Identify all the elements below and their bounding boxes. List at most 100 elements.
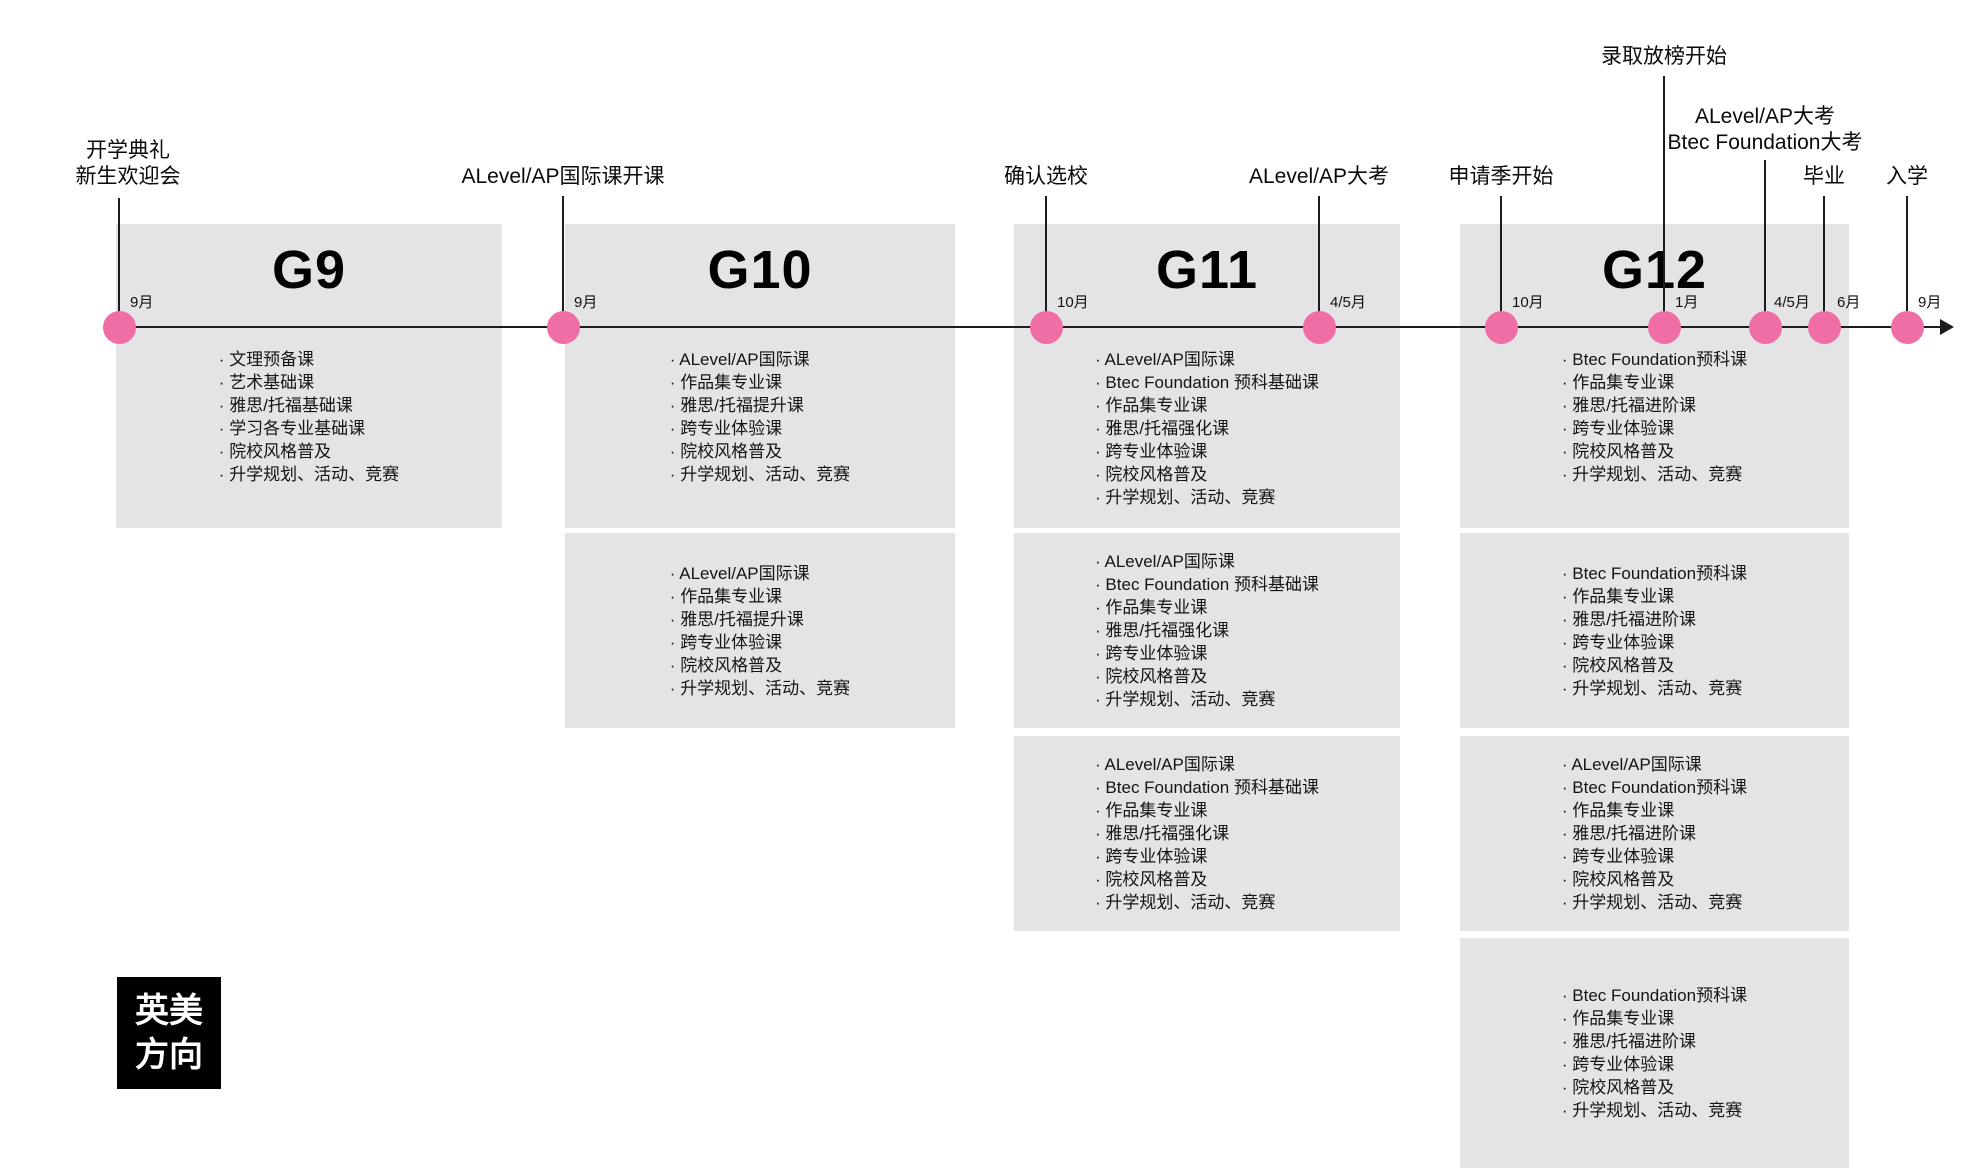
course-item: 作品集专业课 — [1562, 371, 1747, 394]
course-item: Btec Foundation预科课 — [1562, 348, 1747, 371]
milestone-label-graduation: 毕业 — [1803, 165, 1845, 188]
course-item: 雅思/托福进阶课 — [1562, 394, 1747, 417]
grade-g10-title: G10 — [707, 240, 813, 300]
course-item: ALevel/AP国际课 — [1562, 753, 1747, 776]
course-item: Btec Foundation 预科基础课 — [1095, 776, 1319, 799]
course-list: Btec Foundation预科课 作品集专业课 雅思/托福进阶课 跨专业体验… — [1562, 984, 1747, 1122]
milestone-dot-course-start — [546, 310, 580, 344]
course-item: 院校风格普及 — [670, 440, 850, 463]
course-item: 作品集专业课 — [670, 585, 850, 608]
milestone-label-alevel-exam: ALevel/AP大考 — [1248, 165, 1390, 188]
course-item: 艺术基础课 — [219, 371, 399, 394]
course-item: 升学规划、活动、竞赛 — [1095, 891, 1319, 914]
milestone-connector-term-opening — [118, 198, 120, 327]
milestone-connector-confirm-schools — [1045, 196, 1047, 327]
milestone-connector-final-exams — [1764, 160, 1766, 327]
course-item: Btec Foundation预科课 — [1562, 562, 1747, 585]
milestone-month-application-start: 10月 — [1512, 294, 1544, 311]
milestone-dot-final-exams — [1748, 310, 1782, 344]
milestone-month-course-start: 9月 — [574, 294, 598, 311]
grade-g12-box-3: ALevel/AP国际课 Btec Foundation预科课 作品集专业课 雅… — [1460, 736, 1849, 931]
course-item: 升学规划、活动、竞赛 — [219, 463, 399, 486]
course-item: 升学规划、活动、竞赛 — [1562, 463, 1747, 486]
course-item: 升学规划、活动、竞赛 — [1095, 688, 1319, 711]
track-badge: 英美 方向 — [117, 977, 221, 1089]
course-item: 作品集专业课 — [1095, 394, 1319, 417]
course-item: 院校风格普及 — [1095, 463, 1319, 486]
course-item: 跨专业体验课 — [1095, 440, 1319, 463]
milestone-dot-graduation — [1807, 310, 1841, 344]
milestone-dot-confirm-schools — [1029, 310, 1063, 344]
course-item: 院校风格普及 — [670, 654, 850, 677]
course-item: 雅思/托福进阶课 — [1562, 822, 1747, 845]
course-item: 跨专业体验课 — [1095, 845, 1319, 868]
grade-g11-box-2: ALevel/AP国际课 Btec Foundation 预科基础课 作品集专业… — [1014, 533, 1400, 728]
course-item: 作品集专业课 — [1562, 1007, 1747, 1030]
course-item: 雅思/托福强化课 — [1095, 822, 1319, 845]
milestone-label-term-opening: 开学典礼新生欢迎会 — [75, 139, 181, 188]
course-item: 院校风格普及 — [1562, 1076, 1747, 1099]
milestone-month-enrollment: 9月 — [1918, 294, 1942, 311]
course-item: 院校风格普及 — [1562, 440, 1747, 463]
course-item: 院校风格普及 — [219, 440, 399, 463]
course-item: 升学规划、活动、竞赛 — [670, 463, 850, 486]
grade-g11-box-1: G11 ALevel/AP国际课 Btec Foundation 预科基础课 作… — [1014, 224, 1400, 528]
milestone-connector-enrollment — [1906, 196, 1908, 327]
grade-g10-box-1: G10 ALevel/AP国际课 作品集专业课 雅思/托福提升课 跨专业体验课 … — [565, 224, 955, 528]
grade-g9-box-1: G9 文理预备课 艺术基础课 雅思/托福基础课 学习各专业基础课 院校风格普及 … — [116, 224, 502, 528]
grade-g12-box-1: G12 Btec Foundation预科课 作品集专业课 雅思/托福进阶课 跨… — [1460, 224, 1849, 528]
course-list: ALevel/AP国际课 作品集专业课 雅思/托福提升课 跨专业体验课 院校风格… — [670, 348, 850, 486]
course-item: Btec Foundation 预科基础课 — [1095, 371, 1319, 394]
course-item: 作品集专业课 — [1562, 799, 1747, 822]
milestone-dot-application-start — [1484, 310, 1518, 344]
course-item: 跨专业体验课 — [670, 631, 850, 654]
course-item: 作品集专业课 — [1095, 799, 1319, 822]
course-item: 升学规划、活动、竞赛 — [1095, 486, 1319, 509]
milestone-connector-graduation — [1823, 196, 1825, 327]
course-item: ALevel/AP国际课 — [670, 562, 850, 585]
course-item: 院校风格普及 — [1095, 868, 1319, 891]
course-item: 作品集专业课 — [1562, 585, 1747, 608]
milestone-connector-offer-release — [1663, 76, 1665, 327]
milestone-connector-application-start — [1500, 196, 1502, 327]
grade-g12-box-4: Btec Foundation预科课 作品集专业课 雅思/托福进阶课 跨专业体验… — [1460, 938, 1849, 1168]
course-item: ALevel/AP国际课 — [670, 348, 850, 371]
course-item: 跨专业体验课 — [1562, 631, 1747, 654]
course-list: ALevel/AP国际课 Btec Foundation 预科基础课 作品集专业… — [1095, 550, 1319, 711]
course-item: 跨专业体验课 — [1095, 642, 1319, 665]
course-item: 跨专业体验课 — [1562, 845, 1747, 868]
milestone-label-course-start: ALevel/AP国际课开课 — [461, 165, 665, 188]
track-badge-line: 英美 — [135, 992, 203, 1030]
course-item: 雅思/托福进阶课 — [1562, 608, 1747, 631]
milestone-label-offer-release: 录取放榜开始 — [1601, 45, 1727, 68]
course-item: 雅思/托福提升课 — [670, 394, 850, 417]
course-item: 雅思/托福强化课 — [1095, 619, 1319, 642]
milestone-dot-enrollment — [1890, 310, 1924, 344]
course-list: Btec Foundation预科课 作品集专业课 雅思/托福进阶课 跨专业体验… — [1562, 348, 1747, 486]
milestone-dot-term-opening — [102, 310, 136, 344]
milestone-month-final-exams: 4/5月 — [1774, 294, 1810, 311]
course-item: 院校风格普及 — [1095, 665, 1319, 688]
grade-g9-title: G9 — [271, 240, 347, 300]
course-list: ALevel/AP国际课 Btec Foundation 预科基础课 作品集专业… — [1095, 348, 1319, 509]
milestone-month-term-opening: 9月 — [130, 294, 154, 311]
course-item: 跨专业体验课 — [670, 417, 850, 440]
course-list: ALevel/AP国际课 Btec Foundation 预科基础课 作品集专业… — [1095, 753, 1319, 914]
grade-g11-box-3: ALevel/AP国际课 Btec Foundation 预科基础课 作品集专业… — [1014, 736, 1400, 931]
milestone-label-confirm-schools: 确认选校 — [1004, 165, 1088, 188]
milestone-month-confirm-schools: 10月 — [1057, 294, 1089, 311]
course-item: 雅思/托福提升课 — [670, 608, 850, 631]
milestone-connector-alevel-exam — [1318, 196, 1320, 327]
milestone-month-offer-release: 1月 — [1675, 294, 1699, 311]
grade-g10-box-2: ALevel/AP国际课 作品集专业课 雅思/托福提升课 跨专业体验课 院校风格… — [565, 533, 955, 728]
course-list: ALevel/AP国际课 作品集专业课 雅思/托福提升课 跨专业体验课 院校风格… — [670, 562, 850, 700]
milestone-connector-course-start — [562, 196, 564, 327]
track-badge-line: 方向 — [135, 1036, 203, 1074]
timeline-axis — [105, 326, 1943, 328]
grade-g12-title: G12 — [1601, 240, 1708, 300]
course-item: ALevel/AP国际课 — [1095, 550, 1319, 573]
course-item: 升学规划、活动、竞赛 — [1562, 891, 1747, 914]
course-item: 雅思/托福强化课 — [1095, 417, 1319, 440]
